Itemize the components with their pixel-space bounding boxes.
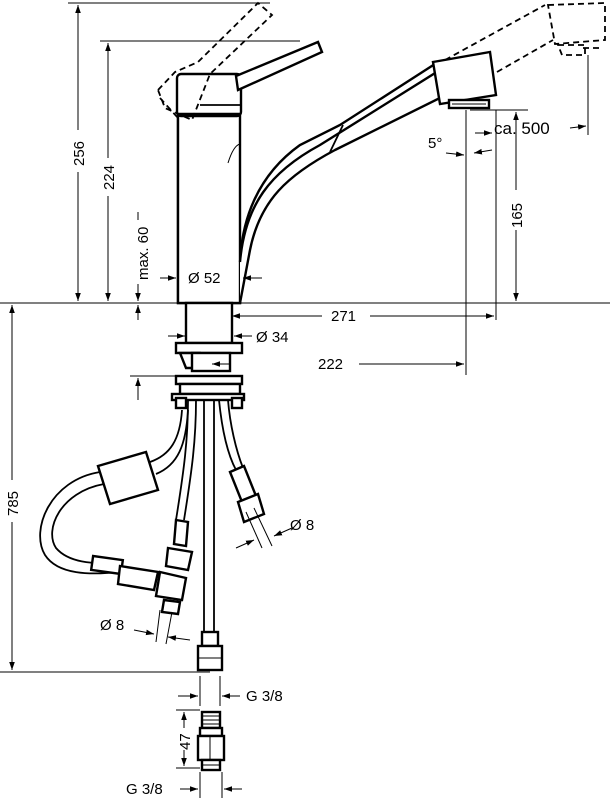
dimension-5deg: 5°	[428, 109, 528, 375]
dimension-d8-left: Ø 8	[100, 609, 191, 645]
dimension-47-label: 47	[177, 733, 194, 750]
dimension-785-label: 785	[5, 491, 22, 516]
dimension-222-label: 222	[318, 356, 343, 373]
dimension-256: 256	[71, 5, 88, 301]
dimension-g38-bottom: G 3/8	[126, 781, 242, 798]
dimension-d8-right: Ø 8	[235, 507, 314, 549]
dimension-d52: Ø 52	[160, 270, 262, 287]
lever-raised-outline	[156, 1, 274, 122]
dimension-271-label: 271	[331, 308, 356, 325]
dimension-ca500: ca. 500	[475, 55, 589, 138]
dimension-785: 785	[5, 305, 22, 670]
dimension-max-60: max. 60	[135, 212, 152, 320]
dimension-5deg-label: 5°	[428, 135, 442, 152]
dimension-165: 165	[509, 112, 526, 301]
dimension-d8-left-label: Ø 8	[100, 617, 124, 634]
dimension-47: 47	[176, 709, 200, 769]
supply-hoses	[39, 399, 266, 672]
dimension-d34-label: Ø 34	[256, 329, 289, 346]
dimension-271: 271	[210, 308, 494, 325]
pullout-hose-outline	[444, 2, 606, 73]
dimension-165-label: 165	[509, 203, 526, 228]
dimension-256-label: 256	[71, 141, 88, 166]
dimension-d52-label: Ø 52	[188, 270, 221, 287]
dimension-ca500-label: ca. 500	[494, 119, 550, 138]
dimension-224: 224	[101, 43, 118, 301]
faucet-body	[175, 40, 498, 305]
dimension-224-label: 224	[101, 165, 118, 190]
dimension-g38-top: G 3/8	[178, 676, 283, 706]
dimension-d8-right-label: Ø 8	[290, 517, 314, 534]
dimension-max-60-label: max. 60	[135, 227, 152, 280]
dimension-g38-bottom-label: G 3/8	[126, 781, 163, 798]
dimension-g38-top-label: G 3/8	[246, 688, 283, 705]
mounting-shank: Ø 34 222	[130, 301, 464, 410]
adapter-fitting	[196, 710, 226, 798]
